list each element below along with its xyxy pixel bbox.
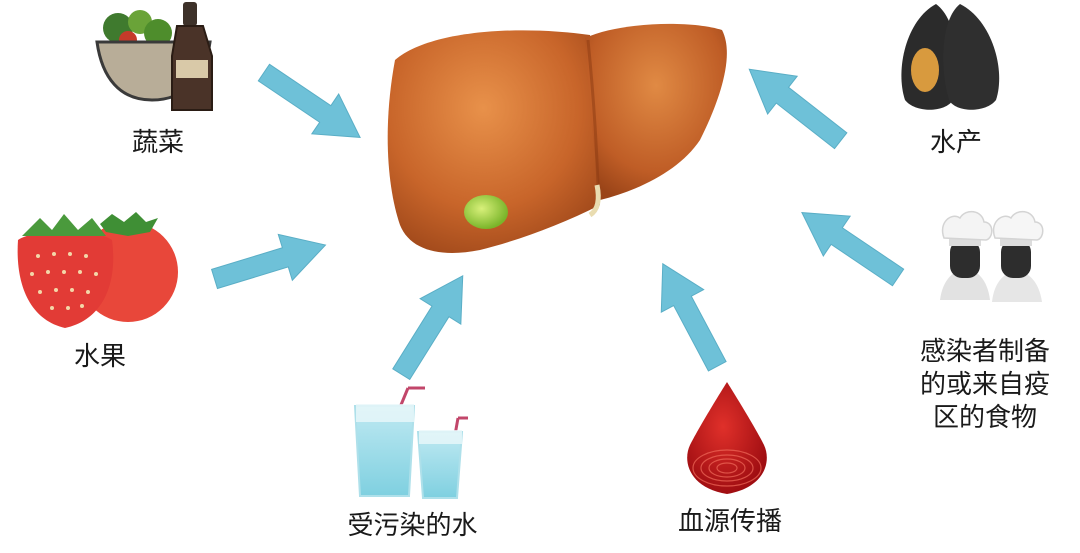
arrow-blood <box>660 262 727 372</box>
arrow-water <box>392 274 464 381</box>
water-glasses-icon <box>353 386 468 499</box>
label-water: 受污染的水 <box>347 511 478 541</box>
label-infected-food: 感染者制备 的或来自疫 区的食物 <box>900 336 1070 435</box>
arrow-vegetables <box>257 63 361 138</box>
label-seafood: 水产 <box>929 128 982 158</box>
blood-drop-icon <box>687 382 767 494</box>
label-infected-food-line-1: 感染者制备 <box>919 337 1050 367</box>
arrow-infected-food <box>801 212 905 287</box>
label-vegetables: 蔬菜 <box>131 128 184 158</box>
arrow-fruit <box>210 233 327 290</box>
chefs-icon <box>940 210 1044 302</box>
mussel-icon <box>901 4 1000 110</box>
arrows <box>210 63 905 381</box>
label-blood: 血源传播 <box>677 507 782 537</box>
strawberry-tomato-icon <box>17 212 178 328</box>
label-infected-food-line-3: 区的食物 <box>932 403 1037 433</box>
label-infected-food-line-2: 的或来自疫 <box>919 370 1050 400</box>
salad-bowl-icon <box>95 2 213 111</box>
arrow-seafood <box>748 68 848 150</box>
label-fruit: 水果 <box>73 342 126 372</box>
liver-icon <box>387 23 727 253</box>
